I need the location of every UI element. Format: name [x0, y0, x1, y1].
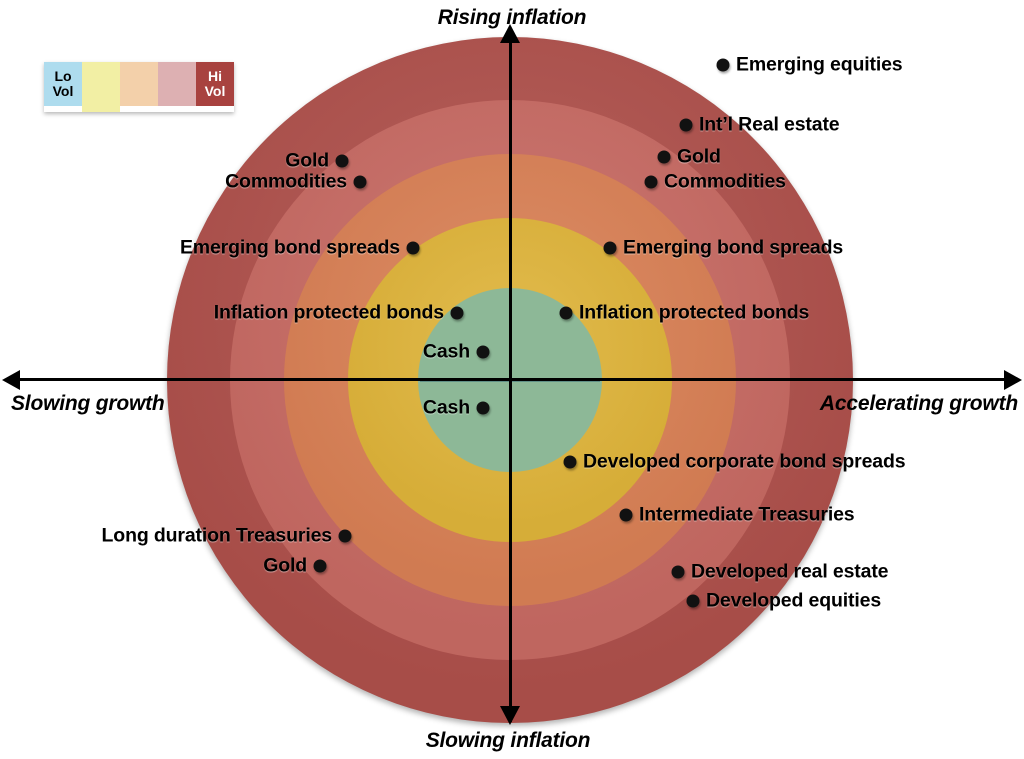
- data-point: [716, 58, 730, 72]
- data-point: [679, 118, 693, 132]
- legend-swatch-hi-vol: Hi Vol: [196, 62, 234, 106]
- arrow-down-icon: [500, 706, 520, 725]
- legend-swatch-3: [120, 62, 158, 106]
- arrow-up-icon: [500, 24, 520, 43]
- data-point-label: Long duration Treasuries: [101, 524, 333, 547]
- data-point: [644, 175, 658, 189]
- data-point-label: Inflation protected bonds: [213, 301, 444, 324]
- arrow-left-icon: [2, 370, 20, 390]
- axis-label-slowing-growth: Slowing growth: [11, 392, 165, 415]
- data-point-label: Emerging bond spreads: [179, 236, 400, 259]
- legend-swatch-4: [158, 62, 196, 106]
- axis-label-slowing-inflation: Slowing inflation: [425, 729, 591, 752]
- data-point-label: Gold: [263, 554, 307, 577]
- legend-swatch-2: [82, 62, 120, 112]
- data-point: [619, 508, 633, 522]
- data-point-label: Commodities: [664, 170, 786, 193]
- data-point-label: Developed corporate bond spreads: [583, 450, 906, 473]
- data-point: [559, 306, 573, 320]
- data-point: [603, 241, 617, 255]
- legend-hi-line2: Vol: [204, 83, 226, 99]
- data-point: [450, 306, 464, 320]
- data-point-label: Developed equities: [706, 589, 882, 612]
- data-point-label: Gold: [285, 149, 329, 172]
- axis-label-rising-inflation: Rising inflation: [437, 6, 587, 29]
- legend-hi-line1: Hi: [208, 68, 222, 85]
- data-point: [406, 241, 420, 255]
- data-point-label: Cash: [422, 396, 470, 419]
- growth-axis-line: [12, 378, 1012, 381]
- arrow-right-icon: [1004, 370, 1022, 390]
- legend-swatch-lo-vol: Lo Vol: [44, 62, 82, 106]
- data-point: [657, 150, 671, 164]
- data-point-label: Inflation protected bonds: [579, 301, 810, 324]
- legend-lo-line1: Lo: [54, 68, 72, 85]
- data-point: [563, 455, 577, 469]
- data-point-label: Emerging equities: [736, 53, 903, 76]
- data-point-label: Emerging bond spreads: [623, 236, 844, 259]
- volatility-legend: Lo Vol Hi Vol: [44, 62, 234, 112]
- legend-lo-line2: Vol: [52, 83, 74, 99]
- data-point: [338, 529, 352, 543]
- data-point: [353, 175, 367, 189]
- data-point-label: Intermediate Treasuries: [639, 503, 855, 526]
- data-point-label: Cash: [422, 340, 470, 363]
- data-point: [313, 559, 327, 573]
- data-point-label: Gold: [677, 145, 721, 168]
- inflation-axis-line: [509, 38, 512, 722]
- data-point-label: Commodities: [225, 170, 347, 193]
- data-point: [476, 401, 490, 415]
- data-point: [335, 154, 349, 168]
- data-point: [671, 565, 685, 579]
- data-point-label: Developed real estate: [691, 560, 889, 583]
- data-point-label: Int’l Real estate: [699, 113, 840, 136]
- data-point: [476, 345, 490, 359]
- axis-label-accelerating-growth: Accelerating growth: [819, 392, 1018, 415]
- data-point: [686, 594, 700, 608]
